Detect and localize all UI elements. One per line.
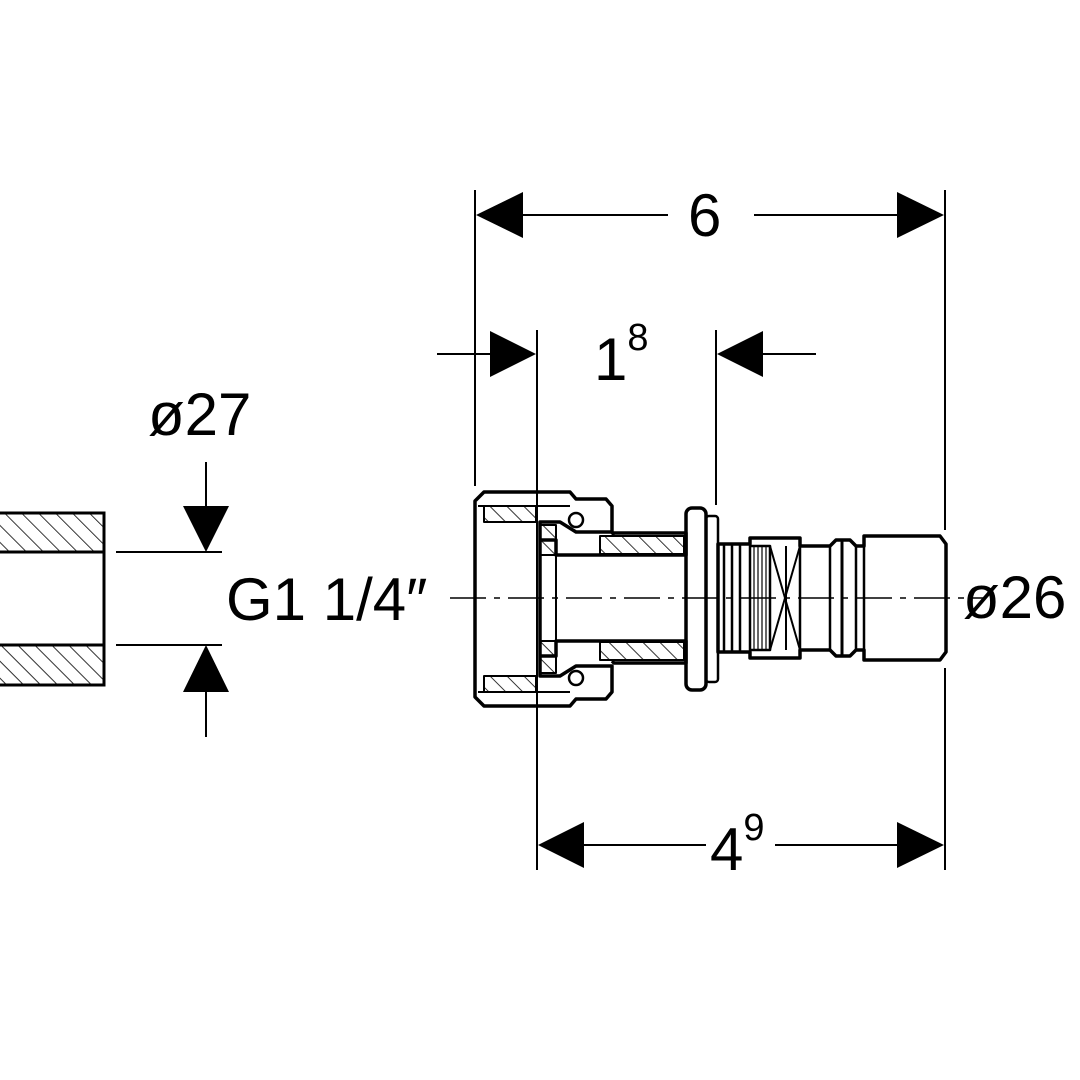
- fitting: [473, 490, 948, 708]
- nut-length-dimension: [437, 331, 816, 377]
- pipe-diameter-dimension: [116, 462, 229, 737]
- body-collar: [684, 506, 708, 692]
- pipe-wall-top: [0, 511, 106, 554]
- overall-length-dimension: [476, 192, 944, 238]
- pipe-wall-bottom: [0, 643, 106, 687]
- thread-size-label: G1 1/4″: [226, 566, 427, 633]
- spigot-diameter-label: ø26: [963, 564, 1066, 631]
- mating-pipe: [0, 511, 106, 687]
- o-ring-top: [567, 511, 585, 529]
- union-nut: [473, 490, 614, 708]
- press-spigot: [716, 534, 948, 662]
- body-length-dimension: [538, 822, 944, 868]
- nut-length-label: 18: [594, 317, 649, 393]
- body-length-label: 49: [710, 807, 765, 883]
- extension-lines: [474, 190, 946, 870]
- o-ring-bottom: [567, 669, 585, 687]
- overall-length-label: 6: [688, 182, 721, 249]
- pipe-diameter-label: ø27: [148, 381, 251, 448]
